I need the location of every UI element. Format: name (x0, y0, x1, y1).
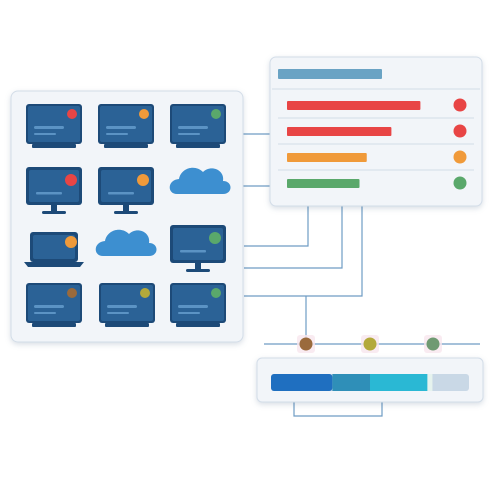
progress-segment (370, 374, 428, 391)
server-slot (107, 305, 137, 308)
status-light (209, 232, 221, 244)
server-slot (178, 133, 200, 135)
monitor-stand (42, 211, 66, 214)
monitor-stand (114, 211, 138, 214)
server-slot (107, 312, 129, 314)
status-bar (287, 153, 367, 162)
status-light (67, 109, 77, 119)
connector-line (244, 206, 343, 269)
server-slot (106, 133, 128, 135)
timeline-marker[interactable] (361, 335, 379, 353)
status-bar (287, 127, 392, 136)
screen-line (108, 192, 134, 195)
server-slot (34, 305, 64, 308)
server-slot (178, 126, 208, 129)
status-row[interactable] (287, 124, 467, 138)
status-dot (453, 176, 467, 190)
device-grid-panel (10, 90, 244, 343)
timeline-marker[interactable] (297, 335, 315, 353)
monitor-neck (123, 205, 129, 211)
laptop-screen (33, 235, 75, 259)
status-dot (453, 98, 467, 112)
server-base (32, 144, 76, 148)
cloud-node (169, 167, 231, 194)
status-dot (453, 124, 467, 138)
status-row[interactable] (287, 98, 467, 112)
marker-dot (363, 337, 377, 351)
status-light (211, 109, 221, 119)
screen-line (36, 192, 62, 195)
screen-line (180, 250, 206, 253)
marker-dot (299, 337, 313, 351)
server-node[interactable] (99, 283, 155, 327)
server-slot (34, 312, 56, 314)
status-bar (287, 179, 360, 188)
status-light (65, 174, 77, 186)
status-light (67, 288, 77, 298)
progress-segment (271, 374, 333, 391)
status-bar (287, 101, 421, 110)
server-base (176, 144, 220, 148)
status-row[interactable] (287, 150, 467, 164)
connector-line (244, 206, 363, 297)
laptop-base (24, 262, 84, 267)
cloud-node (95, 229, 157, 256)
status-light (137, 174, 149, 186)
server-node[interactable] (170, 104, 226, 148)
progress-panel (256, 335, 484, 403)
monitor-stand (186, 269, 210, 272)
panel-background (10, 90, 244, 343)
status-row[interactable] (287, 176, 467, 190)
server-slot (178, 312, 200, 314)
server-base (176, 323, 220, 327)
laptop-node[interactable] (24, 232, 84, 267)
status-light (211, 288, 221, 298)
status-dot (453, 150, 467, 164)
monitor-neck (195, 263, 201, 269)
connector-line (293, 402, 383, 417)
progress-segment (332, 374, 370, 391)
cloud-icon (95, 229, 157, 256)
status-light (140, 288, 150, 298)
marker-dot (426, 337, 440, 351)
server-slot (34, 133, 56, 135)
timeline-marker[interactable] (424, 335, 442, 353)
server-node[interactable] (170, 283, 226, 327)
panel-header-bar (278, 69, 382, 79)
progress-cursor[interactable] (427, 374, 433, 391)
connector-line (244, 206, 309, 247)
server-node[interactable] (26, 104, 82, 148)
server-slot (34, 126, 64, 129)
monitor-node[interactable] (26, 167, 82, 214)
status-panel (269, 56, 483, 207)
monitor-node[interactable] (98, 167, 154, 214)
monitor-node[interactable] (170, 225, 226, 272)
status-light (139, 109, 149, 119)
server-base (32, 323, 76, 327)
server-slot (178, 305, 208, 308)
status-light (65, 236, 77, 248)
monitor-neck (51, 205, 57, 211)
server-node[interactable] (98, 104, 154, 148)
server-slot (106, 126, 136, 129)
server-base (104, 144, 148, 148)
cloud-icon (169, 167, 231, 194)
server-base (105, 323, 149, 327)
server-node[interactable] (26, 283, 82, 327)
